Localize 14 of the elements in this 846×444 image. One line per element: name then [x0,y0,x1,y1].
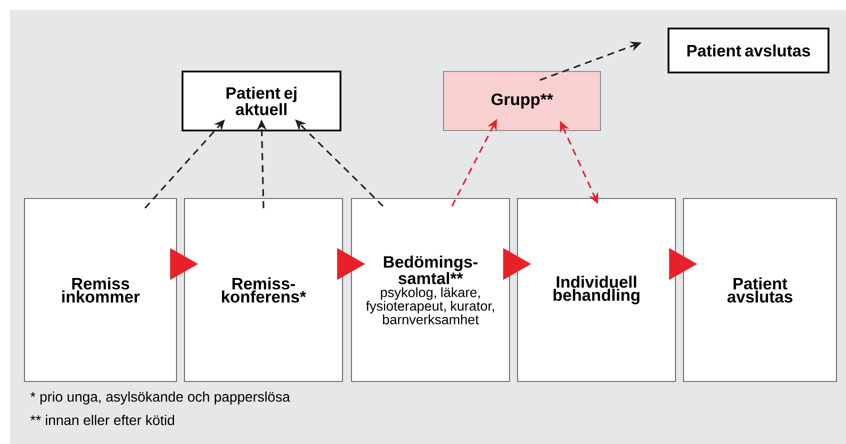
footnote: ** innan eller efter kötid [30,414,174,426]
box: Patient ej aktuell [182,70,342,132]
process-box: Remiss inkommer [24,198,177,382]
group-box: Grupp** [443,71,601,131]
triangle-arrow [668,248,698,280]
process-box: Individuell behandling [517,198,676,382]
process-box: Bedömings-samtal** psykolog, läkare, fysioterapeut, kurator, barnverksamhet [351,198,510,382]
box: Patient avslutas [668,28,830,74]
triangle-arrow [336,248,366,280]
process-box: Remiss-konferens* [184,198,343,382]
process-box: Patient avslutas [683,198,837,382]
triangle-arrow [502,248,532,280]
triangle-arrow [170,248,198,280]
footnote: * prio unga, asylsökande och papperslösa [30,391,290,404]
